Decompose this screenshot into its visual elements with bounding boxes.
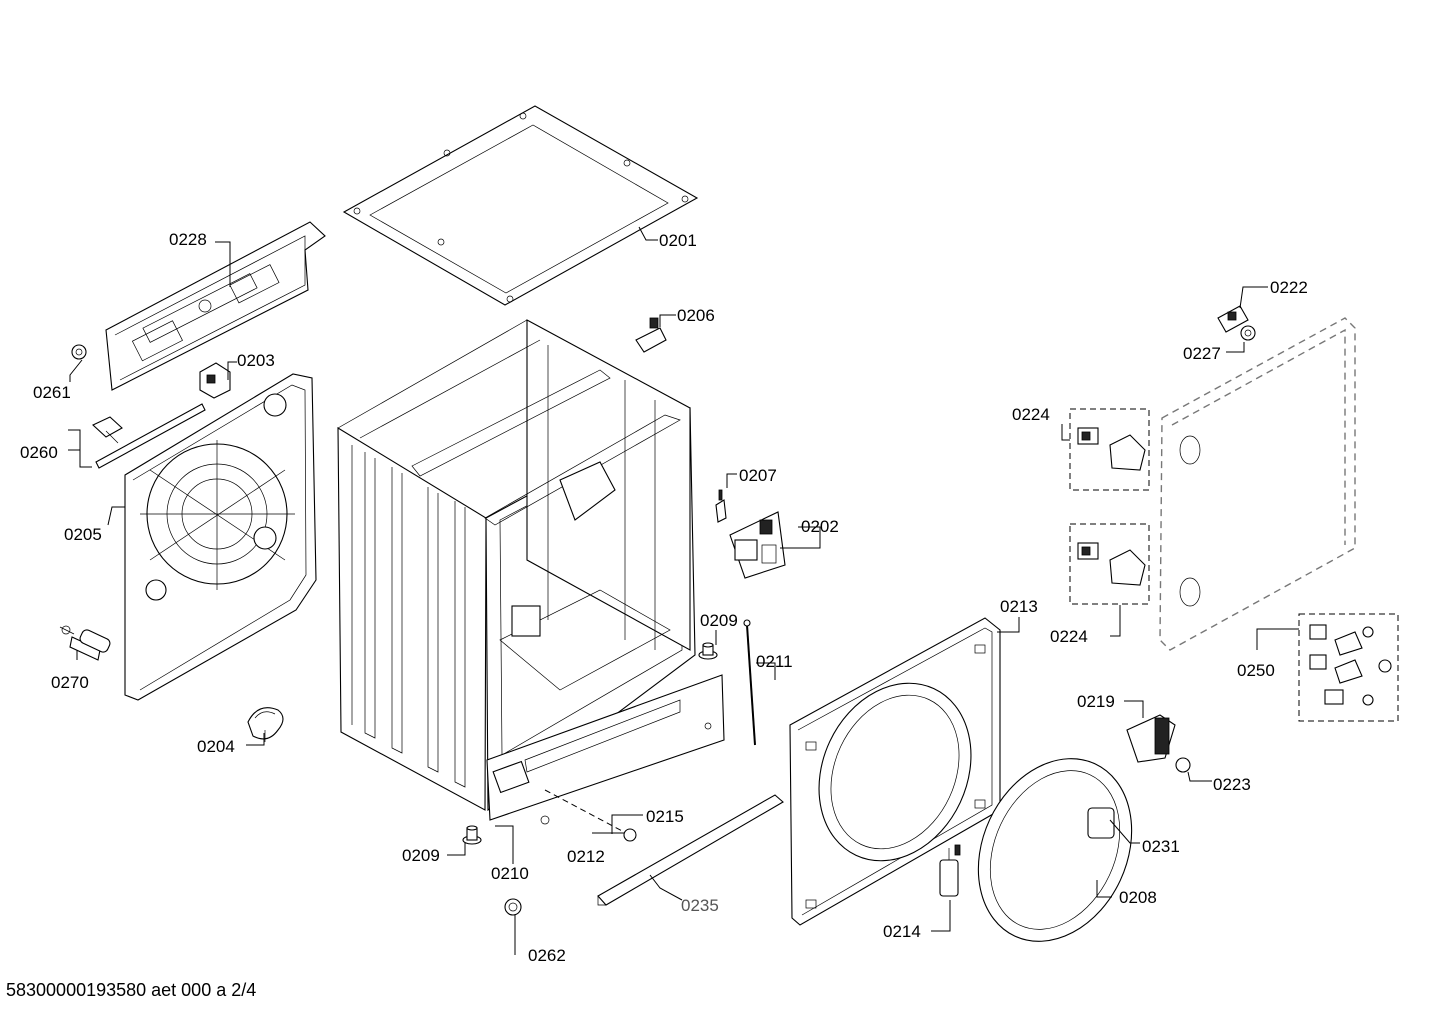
label-0206: 0206 bbox=[677, 306, 715, 325]
label-0261: 0261 bbox=[33, 383, 71, 402]
part-0209-foot-lower bbox=[462, 825, 482, 845]
part-cabinet-frame bbox=[337, 319, 696, 812]
label-0270: 0270 bbox=[51, 673, 89, 692]
label-0250: 0250 bbox=[1237, 661, 1275, 680]
part-labels: 0201 0228 0261 0203 0260 0205 0270 0204 … bbox=[20, 230, 1308, 965]
label-0223: 0223 bbox=[1213, 775, 1251, 794]
label-0260: 0260 bbox=[20, 443, 58, 462]
label-0209-lower: 0209 bbox=[402, 846, 440, 865]
label-0219: 0219 bbox=[1077, 692, 1115, 711]
part-0207-latch bbox=[715, 489, 727, 523]
part-0212-screw bbox=[544, 789, 637, 842]
part-0222-cap bbox=[1217, 305, 1249, 333]
label-0211: 0211 bbox=[756, 652, 793, 671]
label-0235: 0235 bbox=[681, 896, 719, 915]
part-0211-rod bbox=[743, 619, 756, 746]
part-0261-clip bbox=[71, 344, 87, 360]
part-0250-kit-box bbox=[1298, 613, 1399, 722]
label-0208: 0208 bbox=[1119, 888, 1157, 907]
label-0214: 0214 bbox=[883, 922, 921, 941]
part-0228-rear-rail bbox=[105, 221, 326, 391]
label-0262: 0262 bbox=[528, 946, 566, 965]
label-0231: 0231 bbox=[1142, 837, 1180, 856]
part-0260-strap bbox=[92, 403, 206, 469]
part-0219-handle bbox=[1126, 714, 1176, 763]
part-0223-knob bbox=[1175, 757, 1191, 773]
part-0235-trim-strip bbox=[597, 794, 784, 906]
part-0209-foot-upper bbox=[698, 642, 718, 660]
part-0203-connector bbox=[199, 362, 231, 399]
part-rear-access-panel bbox=[1159, 317, 1356, 651]
part-0204-bracket bbox=[247, 707, 284, 742]
label-0212: 0212 bbox=[567, 847, 605, 866]
label-0205: 0205 bbox=[64, 525, 102, 544]
part-0270-hose bbox=[59, 625, 111, 661]
leader-lines bbox=[68, 226, 1299, 955]
label-0227: 0227 bbox=[1183, 344, 1221, 363]
label-0222: 0222 bbox=[1270, 278, 1308, 297]
label-0213: 0213 bbox=[1000, 597, 1038, 616]
part-0213-front-panel bbox=[789, 617, 1001, 926]
part-0224-lower-box bbox=[1069, 523, 1150, 605]
part-0262-clip bbox=[504, 898, 522, 916]
part-0224-upper-box bbox=[1069, 408, 1150, 491]
label-0228: 0228 bbox=[169, 230, 207, 249]
part-0205-rear-panel bbox=[124, 373, 317, 701]
part-0201-top-cover bbox=[342, 105, 699, 306]
label-0204: 0204 bbox=[197, 737, 235, 756]
part-0214-hinge bbox=[939, 844, 961, 897]
part-0206-clip bbox=[635, 317, 667, 353]
label-0203: 0203 bbox=[237, 351, 275, 370]
label-0210: 0210 bbox=[491, 864, 529, 883]
label-0224-lower: 0224 bbox=[1050, 627, 1088, 646]
label-0202: 0202 bbox=[801, 517, 839, 536]
label-0207: 0207 bbox=[739, 466, 777, 485]
label-0215: 0215 bbox=[646, 807, 684, 826]
label-0209-upper: 0209 bbox=[700, 611, 738, 630]
part-0210-kick-panel bbox=[486, 674, 725, 825]
part-0227-grommet bbox=[1240, 325, 1256, 341]
part-0208-door bbox=[977, 758, 1133, 942]
part-0202-door-lock bbox=[729, 511, 786, 579]
label-0201: 0201 bbox=[659, 231, 697, 250]
document-code: 58300000193580 aet 000 a 2/4 bbox=[6, 980, 257, 1000]
label-0224-upper: 0224 bbox=[1012, 405, 1050, 424]
